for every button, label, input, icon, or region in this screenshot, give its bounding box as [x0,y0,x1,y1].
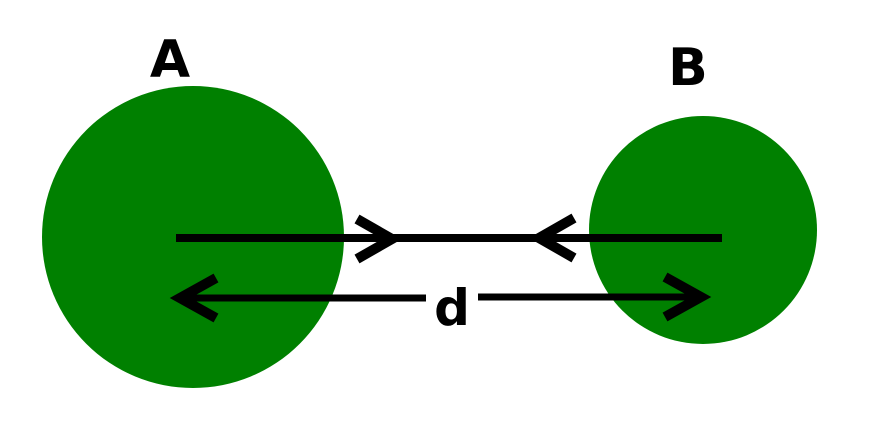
distance-label: d [434,279,470,337]
force-arrows [176,213,722,264]
force-arrowhead-left-icon [528,213,577,263]
body-b-circle [589,116,817,344]
distance-arrowhead-left-icon [169,273,219,323]
distance-arrow: d [169,272,712,337]
body-b-label: B [668,38,708,98]
distance-arrowhead-right-icon [662,272,712,322]
body-a-label: A [150,30,190,90]
force-arrowhead-right-icon [354,214,403,264]
